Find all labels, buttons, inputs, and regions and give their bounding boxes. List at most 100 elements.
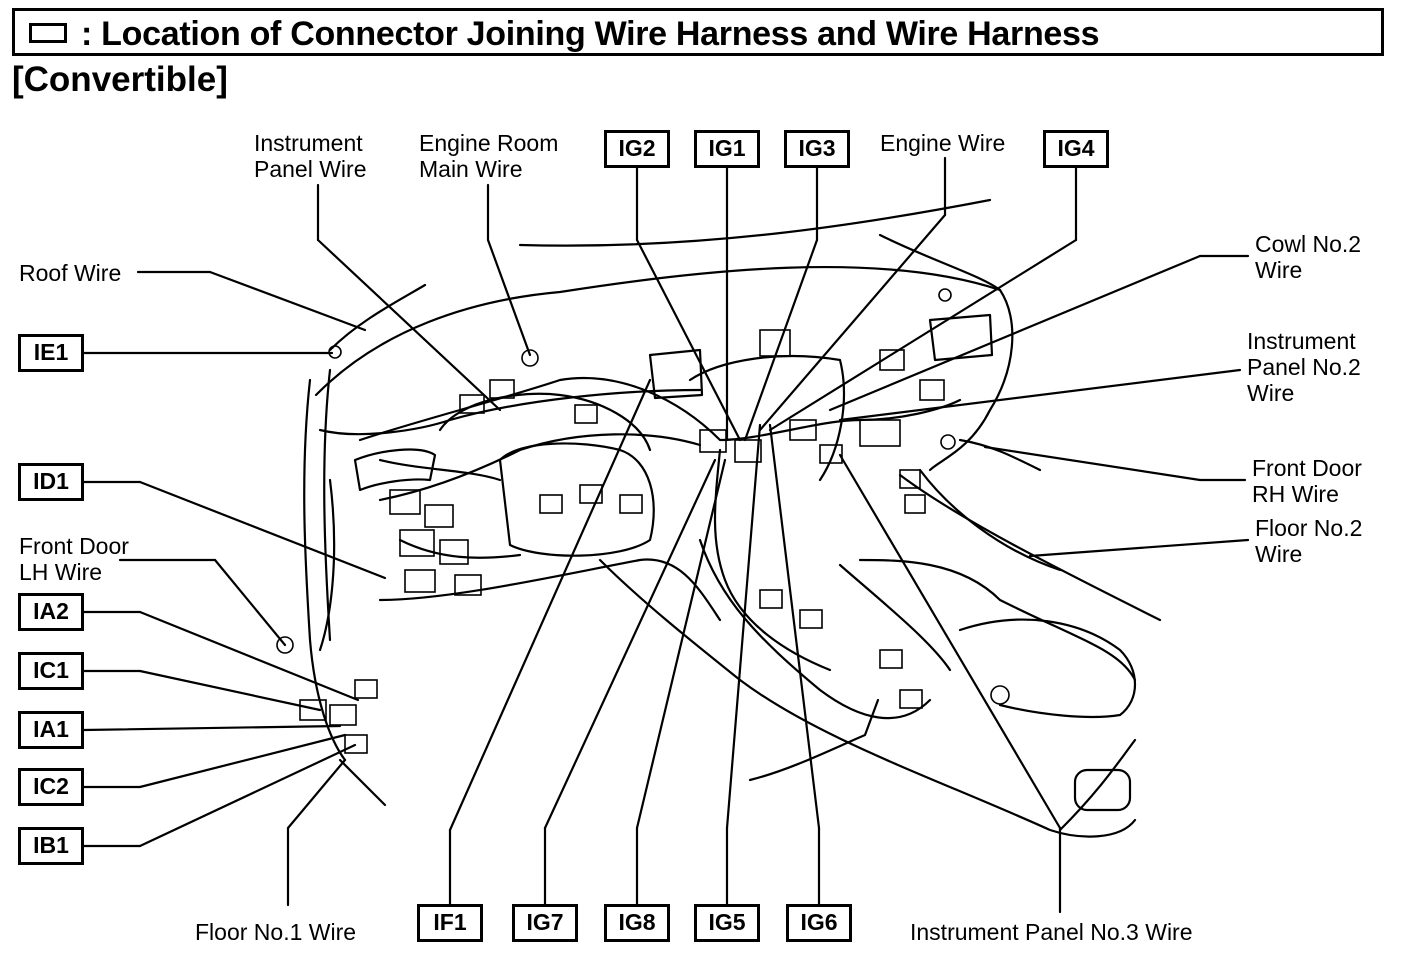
connector-ig3: IG3	[784, 130, 850, 168]
connector-cluster	[899, 689, 923, 709]
grommet	[521, 349, 539, 367]
connector-ib1: IB1	[18, 827, 84, 865]
leader-instrument-panel-no3-wire	[838, 453, 1062, 830]
connector-cluster	[539, 494, 563, 514]
connector-cluster	[919, 379, 945, 401]
connector-ic1: IC1	[18, 652, 84, 690]
connector-ie1: IE1	[18, 334, 84, 372]
lower-harness	[398, 538, 522, 559]
floor-run	[748, 698, 880, 782]
cluster-face	[498, 442, 655, 557]
connector-id1: ID1	[18, 463, 84, 501]
connector-cluster	[439, 539, 469, 565]
connector-ia1: IA1	[18, 711, 84, 749]
grommet	[990, 685, 1010, 705]
grommet	[940, 434, 956, 450]
connector-cluster	[424, 504, 454, 528]
connector-cluster	[574, 404, 598, 424]
title-box: : Location of Connector Joining Wire Har…	[12, 8, 1384, 56]
front-door-rh-wire-label: Front Door RH Wire	[1252, 455, 1362, 507]
leader-ig6	[768, 423, 821, 830]
center-stack	[688, 355, 846, 482]
rear-box	[1058, 738, 1137, 832]
main-harness-2	[378, 433, 702, 502]
floor-no1-wire-label: Floor No.1 Wire	[195, 919, 357, 945]
leader-ic2	[138, 733, 347, 789]
front-door-lh-wire-label: Front Door LH Wire	[19, 533, 129, 585]
leader-ig2	[635, 238, 742, 442]
leader-ig5	[725, 423, 762, 830]
connector-cluster	[459, 394, 485, 414]
console-cutout	[1073, 768, 1132, 812]
connector-ig8: IG8	[604, 904, 670, 942]
instrument-panel-wire-label: Instrument Panel Wire	[254, 130, 367, 182]
roof-wire-label: Roof Wire	[19, 260, 122, 286]
leader-ib1	[138, 743, 357, 848]
cowl-no2-wire-label: Cowl No.2 Wire	[1255, 231, 1362, 283]
connector-cluster	[389, 489, 421, 515]
connector-cluster	[329, 704, 357, 726]
leader-ig3	[743, 238, 819, 442]
floor-edge	[598, 558, 1137, 838]
vent-left	[353, 448, 437, 492]
connector-cluster	[404, 569, 436, 593]
lower-panel	[318, 478, 336, 652]
connector-ic2: IC2	[18, 768, 84, 806]
door-rh-harness	[958, 438, 1042, 472]
page-title: : Location of Connector Joining Wire Har…	[81, 15, 1100, 53]
vent-right	[928, 313, 994, 362]
leader-if1	[448, 378, 652, 832]
instrument-panel-no2-wire-label: Instrument Panel No.2 Wire	[1247, 328, 1361, 406]
leader-ig7	[543, 458, 717, 830]
grommet	[276, 636, 294, 654]
grommet	[938, 288, 952, 302]
connector-cluster	[699, 429, 727, 453]
connector-cluster	[344, 734, 368, 754]
connector-cluster	[579, 484, 603, 504]
harness-left-run	[303, 378, 347, 762]
connector-ig2: IG2	[604, 130, 670, 168]
connector-cluster	[879, 649, 903, 669]
leader-floor-no2-wire	[1028, 538, 1250, 558]
connector-cluster	[859, 419, 901, 447]
connector-cluster	[759, 589, 783, 609]
engine-wire-label: Engine Wire	[880, 130, 1006, 156]
harness-left-run-2	[323, 368, 332, 642]
connector-ig6: IG6	[786, 904, 852, 942]
connector-cluster	[759, 329, 791, 357]
connector-ig5: IG5	[694, 904, 760, 942]
connector-ig1: IG1	[694, 130, 760, 168]
connector-cluster	[819, 444, 843, 464]
page-subtitle: [Convertible]	[12, 60, 228, 99]
vent-center	[648, 348, 704, 400]
leader-ic1	[138, 669, 322, 712]
armrest	[958, 618, 1137, 719]
leader-id1	[138, 480, 387, 580]
connector-cluster	[879, 349, 905, 371]
passenger-panel	[898, 473, 1162, 622]
engine-room-main-wire-label: Engine Room Main Wire	[419, 130, 559, 182]
dashboard-outline	[314, 265, 1014, 472]
connector-cluster	[799, 609, 823, 629]
console-side	[838, 563, 952, 672]
connector-symbol-icon	[29, 23, 67, 43]
connector-cluster	[619, 494, 643, 514]
leader-engine-wire	[758, 213, 947, 432]
leader-roof-wire	[208, 270, 367, 332]
leader-cowl-no2-wire	[828, 254, 1202, 412]
floor-lh-harness	[338, 758, 387, 807]
dashboard-lower-edge	[318, 388, 702, 436]
leader-engine-room-main-wire	[486, 238, 532, 357]
windshield-line	[878, 233, 1002, 292]
connector-cluster	[454, 574, 482, 596]
main-harness	[358, 376, 962, 442]
connector-cluster	[904, 494, 926, 514]
connector-cluster	[789, 419, 817, 441]
roof-harness	[328, 283, 427, 352]
connector-cluster	[399, 529, 435, 557]
connector-cluster	[354, 679, 378, 699]
connector-cluster	[489, 379, 515, 399]
cluster-hood	[438, 392, 652, 452]
leader-floor-no1-wire	[286, 758, 347, 830]
